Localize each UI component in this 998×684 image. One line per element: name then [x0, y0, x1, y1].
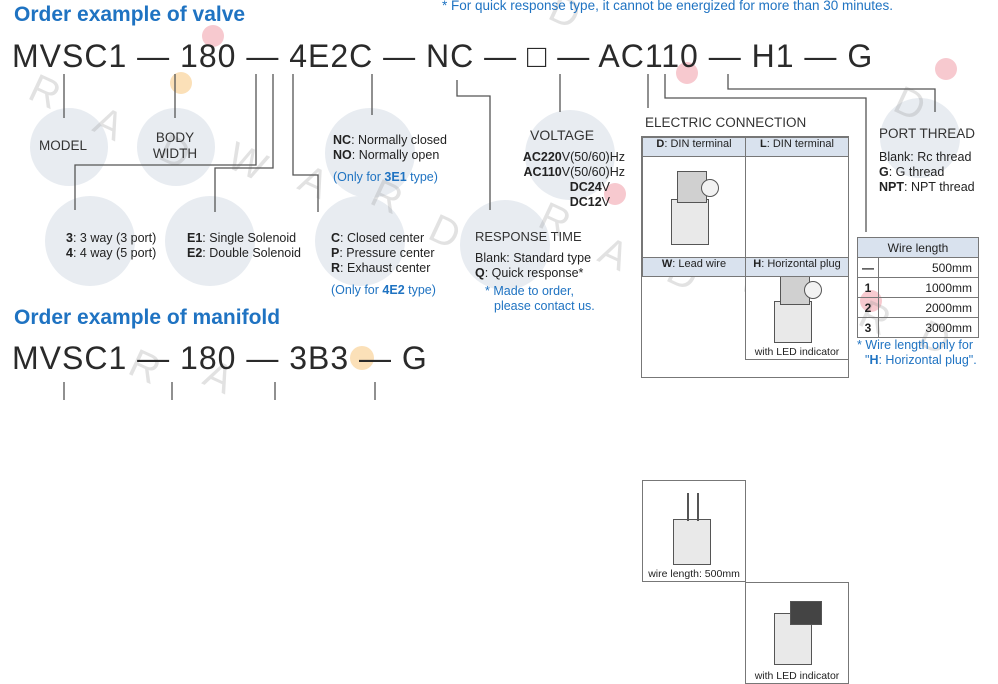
decor-circle [525, 110, 615, 200]
din-terminal-image [642, 156, 746, 258]
code-voltage: AC110 [598, 38, 699, 74]
din-terminal-header: D: DIN terminal [642, 137, 746, 157]
code-electric: H1 [751, 38, 795, 74]
manifold-order-title: Order example of manifold [14, 306, 281, 329]
code-body-width: 180 [180, 38, 237, 74]
model-label: MODEL [38, 138, 87, 153]
normal-state-note: (Only for 3E1 type) [333, 170, 438, 184]
decor-circle [165, 196, 255, 286]
quick-response-note: * For quick response type, it cannot be … [442, 0, 893, 13]
table-row: —500mm [857, 257, 979, 278]
valve-body-shape [673, 519, 711, 565]
solenoid-options: E1: Single Solenoid E2: Double Solenoid [187, 231, 301, 260]
horizontal-plug-image: with LED indicator [745, 582, 849, 684]
response-standard: Blank: Standard type [475, 251, 592, 265]
decor-dot [676, 62, 698, 84]
code-dash: — [359, 340, 393, 376]
body-width-label: BODY WIDTH [152, 130, 198, 161]
led-caption: with LED indicator [746, 669, 848, 683]
manifold-order-code: MVSC1 — 180 — 3B3 — G [12, 340, 428, 377]
code-dash: — [246, 38, 280, 74]
code-dash: — [484, 38, 518, 74]
decor-circle [880, 98, 960, 178]
electric-connection-title: ELECTRIC CONNECTION [645, 115, 807, 130]
valve-order-code: MVSC1 — 180 — 4E2C — NC — □ — AC110 — H1… [12, 38, 873, 75]
code-dash: — [557, 38, 591, 74]
decor-circle [325, 108, 415, 198]
decor-circle [315, 196, 405, 286]
code-port: G [401, 340, 428, 376]
led-caption: with LED indicator [746, 345, 848, 359]
wire-length-caption: wire length: 500mm [643, 567, 745, 581]
normal-state-options: NC: Normally closed NO: Normally open [333, 133, 447, 162]
decor-dot [604, 183, 626, 205]
decor-dot [350, 346, 374, 370]
code-dash: — [708, 38, 742, 74]
horizontal-plug-header: H: Horizontal plug [745, 257, 849, 277]
connector-knob [804, 281, 822, 299]
way-options: 3: 3 way (3 port) 4: 4 way (5 port) [66, 231, 157, 260]
lead-wires-shape [687, 493, 699, 521]
decor-circle [45, 196, 135, 286]
horizontal-plug-shape [790, 601, 822, 625]
port-thread-options: Blank: Rc thread G: G thread NPT: NPT th… [879, 150, 975, 194]
lead-wire-header: W: Lead wire [642, 257, 746, 277]
code-response: □ [527, 38, 548, 74]
center-note: (Only for 4E2 type) [331, 283, 436, 297]
code-port: G [847, 38, 874, 74]
voltage-title: VOLTAGE [530, 127, 595, 143]
response-note-1: * Made to order, [485, 284, 574, 298]
code-dash: — [804, 38, 838, 74]
response-note-2: please contact us. [494, 299, 595, 313]
decor-dot [935, 58, 957, 80]
port-thread-title: PORT THREAD [879, 126, 976, 141]
center-options: C: Closed center P: Pressure center R: E… [331, 231, 435, 275]
lead-wire-image: wire length: 500mm [642, 480, 746, 582]
voltage-options: AC220V(50/60)Hz AC110V(50/60)Hz DC24V DC… [522, 150, 625, 209]
code-model: MVSC1 [12, 340, 128, 376]
code-stations: 3B3 [289, 340, 350, 376]
valve-order-title: Order example of valve [14, 3, 246, 26]
decor-circle [137, 108, 215, 186]
decor-circle [460, 200, 550, 290]
code-model: MVSC1 [12, 38, 128, 74]
decor-dot [202, 25, 224, 47]
wire-length-note: * Wire length only for "H: Horizontal pl… [857, 338, 977, 367]
code-dash: — [137, 340, 171, 376]
code-normal-state: NC [426, 38, 475, 74]
connector-knob [701, 179, 719, 197]
din-terminal-led-header: L: DIN terminal [745, 137, 849, 157]
response-quick: Q: Quick response* [475, 266, 584, 280]
code-body-width: 180 [180, 340, 237, 376]
response-time-block: RESPONSE TIME Blank: Standard type Q: Qu… [475, 229, 595, 314]
connector-lines [63, 74, 936, 400]
decor-circle [30, 108, 108, 186]
code-dash: — [246, 340, 280, 376]
electric-connection-grid: D: DIN terminal L: DIN terminal with LED… [641, 136, 849, 684]
response-time-title: RESPONSE TIME [475, 229, 582, 244]
valve-body-shape [774, 301, 812, 343]
code-type: 4E2C [289, 38, 374, 74]
valve-body-shape [671, 199, 709, 245]
wire-length-header: Wire length [857, 237, 979, 258]
code-dash: — [383, 38, 417, 74]
code-dash: — [137, 38, 171, 74]
